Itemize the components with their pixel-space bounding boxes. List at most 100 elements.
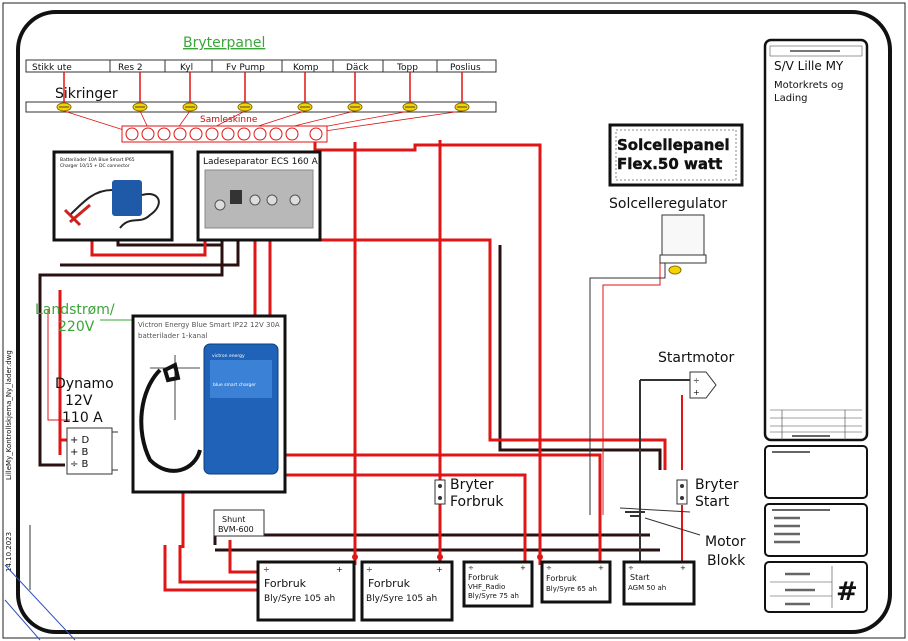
small-charger-line1: Batterilader 10A Blue Smart IP65 [60, 157, 135, 163]
solar-regulator-label: Solcelleregulator [609, 196, 727, 212]
start-switch-icon [676, 479, 688, 505]
svg-text:÷: ÷ [546, 564, 552, 572]
regulator-terminals [659, 254, 707, 264]
solar-regulator-box [661, 214, 705, 258]
fuse-icon [237, 102, 253, 112]
big-charger-line1: Victron Energy Blue Smart IP22 12V 30A [138, 321, 280, 329]
batteries: ÷ + Forbruk Bly/Syre 105 ah ÷ + Forbruk Bl… [256, 560, 696, 622]
switch-label: Res 2 [118, 63, 143, 73]
ground-icon [625, 511, 645, 517]
svg-text:÷: ÷ [628, 564, 634, 572]
switch-panel-title: Bryterpanel [183, 35, 265, 51]
solar-panel-line2: Flex.50 watt [617, 155, 722, 173]
file-date: 14.10.2023 [5, 532, 13, 572]
svg-text:÷: ÷ [263, 565, 270, 574]
dynamo-line3: 110 A [62, 410, 103, 426]
consumer-switch-line2: Forbruk [450, 494, 504, 510]
svg-text:+: + [680, 564, 686, 572]
vessel-name: S/V Lille MY [774, 59, 844, 73]
shunt-box [213, 509, 265, 537]
fuse-label: Sikringer [55, 86, 118, 102]
description-line2: Lading [774, 93, 808, 104]
busbar [121, 125, 328, 143]
svg-text:÷: ÷ [468, 564, 474, 572]
shore-power-line1: Landstrøm/ [35, 302, 115, 318]
file-name: LilleMy_Kontrollskjema_Ny_lader.dwg [5, 350, 13, 480]
sheet-symbol: # [836, 577, 858, 607]
battery-spec: Bly/Syre 105 ah [264, 594, 335, 604]
corner-line [4, 599, 41, 641]
svg-text:+: + [693, 388, 700, 397]
dynamo-terminal-d: + D [70, 435, 90, 446]
svg-text:÷: ÷ [366, 565, 373, 574]
small-charger-box [52, 150, 174, 242]
battery-3: ÷ + Forbruk VHF_Radio Bly/Syre 75 ah [462, 560, 534, 608]
battery-spec: Bly/Syre 105 ah [366, 594, 437, 604]
svg-text:+: + [598, 564, 604, 572]
consumer-switch-icon [434, 479, 446, 505]
shore-power-line2: 220V [58, 319, 95, 335]
shunt-line1: Shunt [222, 515, 245, 524]
switch-label: Topp [396, 63, 418, 73]
engine-block-line2: Blokk [707, 553, 746, 569]
small-charger-icon [112, 180, 142, 216]
fuse-icon [182, 102, 198, 112]
battery-2: ÷ + Forbruk Bly/Syre 105 ah [360, 560, 454, 622]
battery-name: Forbruk [368, 577, 411, 590]
big-charger-line2: batterilader 1-kanal [138, 332, 207, 340]
fuse-strip [25, 101, 497, 113]
fuse-icon [454, 102, 470, 112]
battery-4: ÷ + Forbruk Bly/Syre 65 ah [540, 560, 612, 604]
fuse-icon [297, 102, 313, 112]
fuses [56, 102, 470, 112]
fuse-icon [56, 102, 72, 112]
svg-text:÷: ÷ [693, 376, 700, 385]
busbar-label: Samleskinne [200, 115, 258, 125]
battery-spec: Bly/Syre 75 ah [468, 592, 519, 600]
starter-motor-icon [689, 371, 717, 399]
dynamo-box [66, 427, 113, 475]
battery-name: Forbruk [468, 573, 499, 582]
start-switch-line1: Bryter [695, 477, 739, 493]
switch-labels: Stikk ute Res 2 Kyl Fv Pump Komp Däck To… [32, 63, 481, 73]
big-charger-model: blue smart charger [213, 382, 256, 388]
battery-sub: VHF_Radio [468, 583, 505, 591]
switch-label: Fv Pump [226, 63, 265, 73]
consumer-switch-line1: Bryter [450, 477, 494, 493]
switch-label: Stikk ute [32, 63, 72, 73]
svg-text:+: + [336, 565, 343, 574]
dynamo-line2: 12V [65, 393, 93, 409]
inner-frame [16, 10, 892, 634]
big-charger-brand: victron energy [212, 353, 245, 359]
corner-line [4, 564, 76, 641]
separator-label: Ladeseparator ECS 160 A [203, 157, 319, 167]
battery-name: Start [630, 573, 650, 582]
dynamo-terminal-b: + B [70, 447, 89, 458]
solar-panel-line1: Solcellepanel [617, 136, 730, 154]
battery-spec: Bly/Syre 65 ah [546, 585, 597, 593]
fuse-icon [402, 102, 418, 112]
battery-spec: AGM 50 ah [628, 584, 666, 592]
battery-name: Forbruk [264, 577, 307, 590]
dynamo-line1: Dynamo [55, 376, 114, 392]
svg-text:+: + [520, 564, 526, 572]
battery-name: Forbruk [546, 574, 577, 583]
svg-text:+: + [436, 565, 443, 574]
fuse-icon [347, 102, 363, 112]
title-block: S/V Lille MY Motorkrets og Lading # [763, 38, 869, 613]
description-line1: Motorkrets og [774, 80, 844, 91]
solar-panel-box [608, 123, 744, 187]
switch-label: Poslius [450, 63, 481, 73]
switch-strip [25, 59, 497, 73]
starter-label: Startmotor [658, 350, 734, 366]
switch-label: Kyl [180, 63, 193, 73]
battery-1: ÷ + Forbruk Bly/Syre 105 ah [256, 560, 356, 622]
switch-label: Komp [293, 63, 319, 73]
fuse-icon [132, 102, 148, 112]
engine-block-line1: Motor [705, 534, 746, 550]
shunt-line2: BVM-600 [218, 525, 254, 534]
start-switch-line2: Start [695, 494, 730, 510]
dynamo-terminal-gnd: ÷ B [70, 459, 89, 470]
